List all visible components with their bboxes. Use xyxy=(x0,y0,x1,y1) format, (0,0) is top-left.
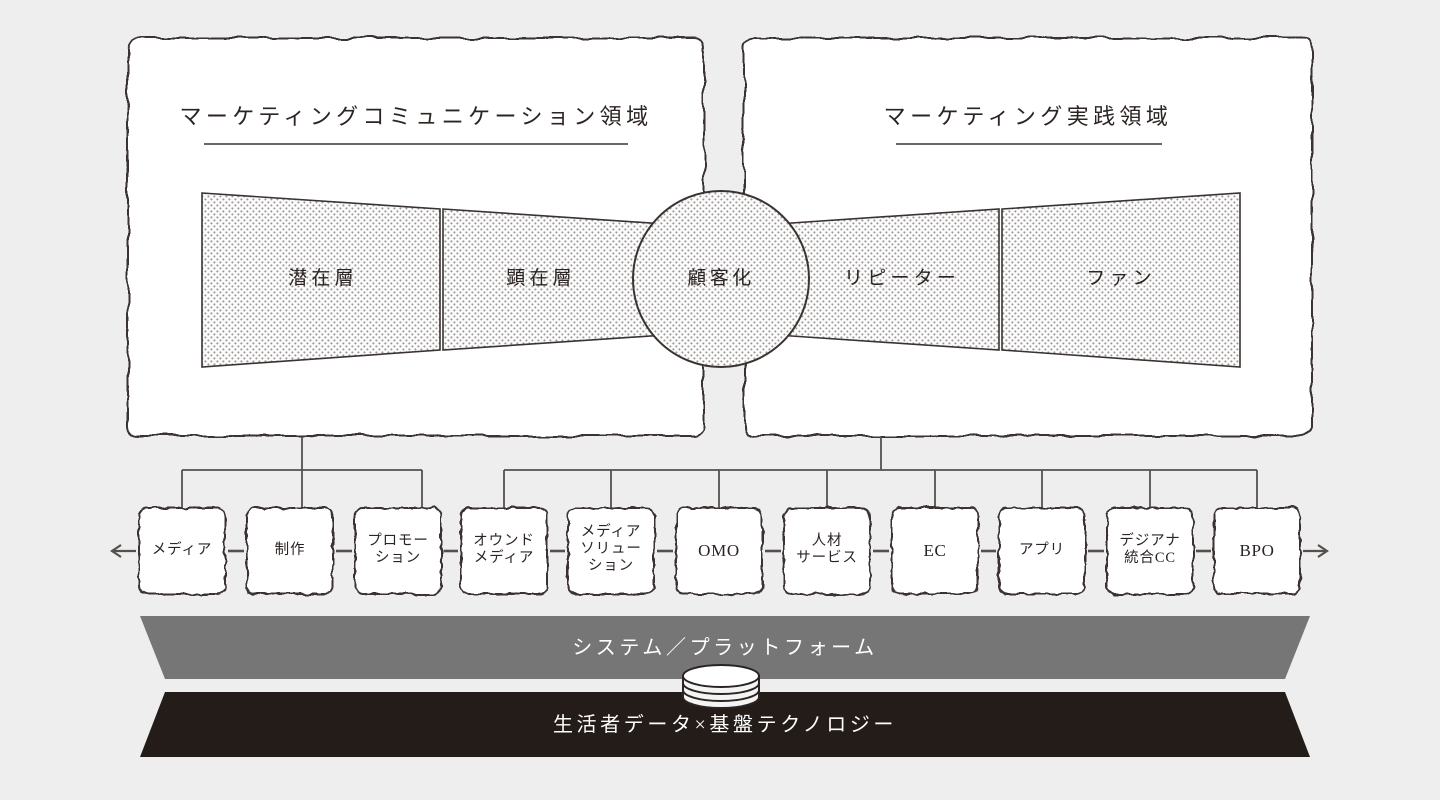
funnel-center-circle-shape xyxy=(632,190,810,368)
funnel-stage-fan-shape xyxy=(1001,192,1241,368)
service-box-ec-shape xyxy=(891,507,979,595)
database-cylinder-icon xyxy=(682,664,760,709)
service-box-owned-media-shape xyxy=(460,507,548,595)
connectors-left-group xyxy=(181,437,423,508)
connectors-right-group xyxy=(503,437,1258,508)
service-box-app-shape xyxy=(998,507,1086,595)
panel-heading-communication-rule xyxy=(204,143,628,145)
panel-heading-practice-rule xyxy=(896,143,1162,145)
service-box-media-solution-shape xyxy=(567,507,655,595)
service-box-promotion-shape xyxy=(354,507,442,595)
arrow-right-icon xyxy=(1303,544,1329,558)
service-box-media-shape xyxy=(138,507,226,595)
funnel-stage-latent-shape xyxy=(201,192,441,368)
arrow-left-icon xyxy=(110,544,136,558)
service-boxes xyxy=(138,507,1301,595)
band-data-technology-shape xyxy=(140,692,1310,757)
service-box-production-shape xyxy=(246,507,334,595)
service-box-bpo-shape xyxy=(1213,507,1301,595)
service-box-omo-shape xyxy=(675,507,763,595)
band-system-platform-shape xyxy=(140,616,1310,679)
funnel-wedges xyxy=(201,190,1241,368)
service-box-hr-service-shape xyxy=(783,507,871,595)
service-box-digiana-cc-shape xyxy=(1106,507,1194,595)
